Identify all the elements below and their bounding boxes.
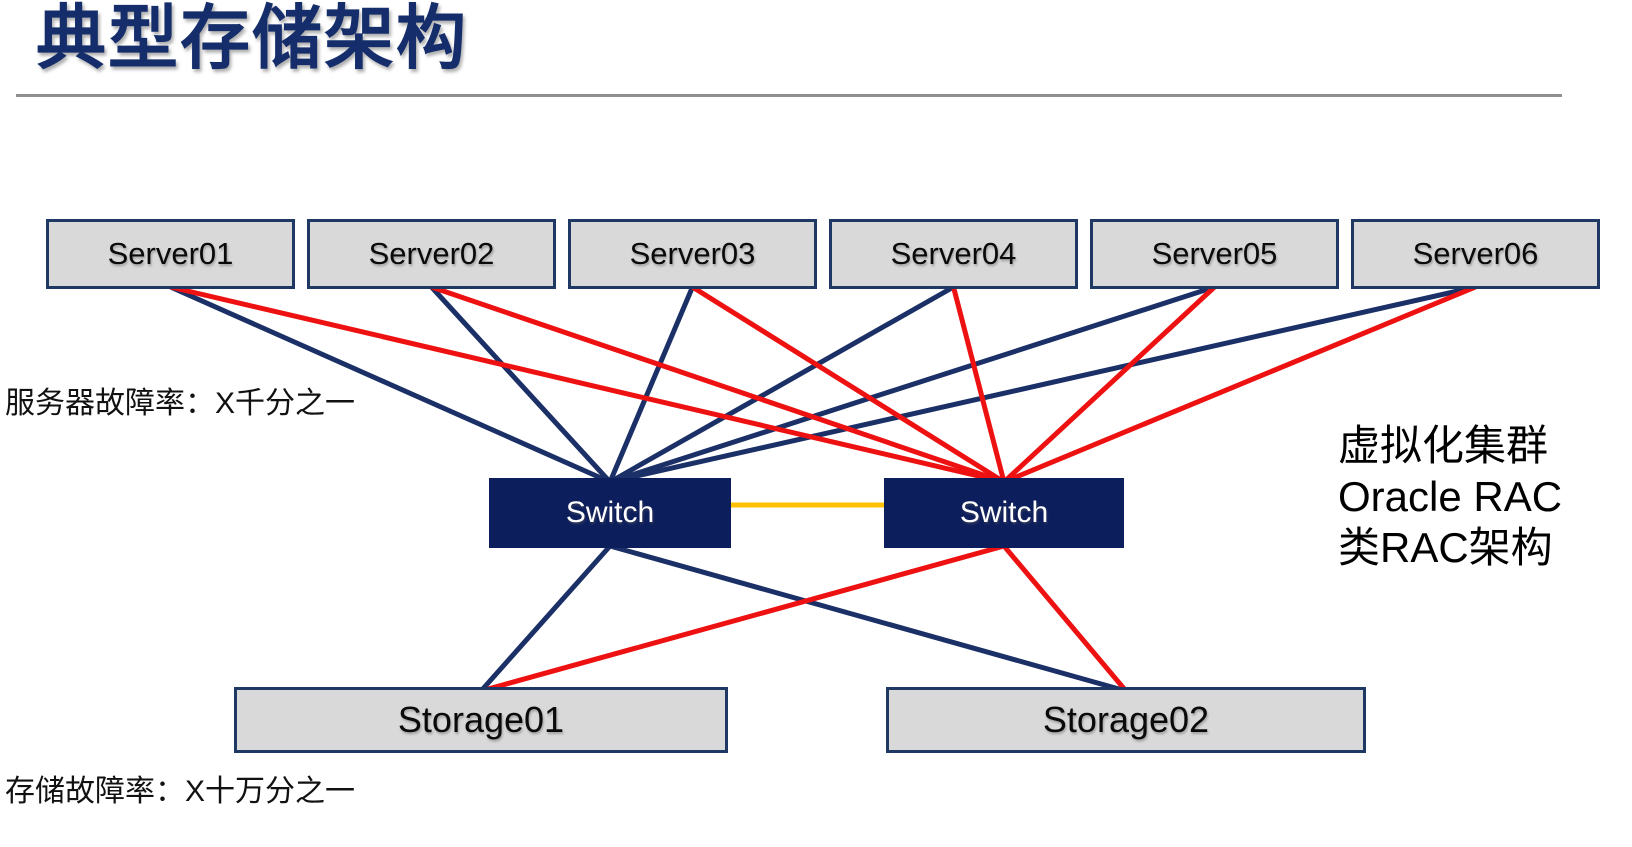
server-failure-note: 服务器故障率：X千分之一 [5, 387, 356, 420]
edge-server03-to-switch-right [691, 284, 1006, 485]
node-label: Server03 [629, 236, 756, 271]
node-server05: Server05 [1090, 219, 1339, 289]
edge-switch-left-to-storage01 [479, 544, 612, 693]
edge-switch-right-to-storage01 [480, 543, 1005, 694]
cluster-annotation-line: 虚拟化集群 [1338, 422, 1549, 469]
edge-server05-to-switch-left [609, 284, 1216, 485]
edge-server02-to-switch-right [430, 284, 1005, 485]
node-label: Storage02 [1042, 699, 1210, 740]
edge-server02-to-switch-left [429, 285, 612, 484]
storage-failure-note: 存储故障率：X十万分之一 [5, 775, 356, 808]
node-label: Server06 [1412, 236, 1539, 271]
edge-server06-to-switch-left [609, 284, 1477, 485]
edge-server04-to-switch-left [608, 284, 955, 485]
node-label: Server02 [368, 236, 495, 271]
edge-server01-to-switch-left [169, 284, 612, 485]
node-label: Server01 [107, 236, 234, 271]
node-label: Switch [959, 496, 1049, 529]
page-title: 典型存储架构 [36, 0, 468, 77]
node-storage01: Storage01 [234, 687, 728, 753]
edge-switch-left-to-storage02 [609, 543, 1127, 694]
node-switch-left: Switch [489, 478, 731, 548]
edge-switch-right-to-storage02 [1002, 544, 1128, 693]
node-label: Storage01 [397, 699, 565, 740]
edge-server06-to-switch-right [1003, 284, 1477, 485]
node-server02: Server02 [307, 219, 556, 289]
node-label: Server05 [1151, 236, 1278, 271]
cluster-annotation-line: 类RAC架构 [1338, 524, 1553, 571]
node-server03: Server03 [568, 219, 817, 289]
node-server04: Server04 [829, 219, 1078, 289]
node-label: Server04 [890, 236, 1017, 271]
edge-server03-to-switch-left [607, 286, 695, 483]
title-divider [16, 94, 1562, 97]
cluster-annotation-line: Oracle RAC [1338, 473, 1563, 520]
edge-server01-to-switch-right [169, 284, 1005, 485]
node-storage02: Storage02 [886, 687, 1366, 753]
node-switch-right: Switch [884, 478, 1124, 548]
edge-server05-to-switch-right [1002, 285, 1217, 484]
edge-server04-to-switch-right [951, 286, 1007, 483]
cluster-annotation: 虚拟化集群 Oracle RAC 类RAC架构 [1338, 420, 1562, 573]
node-server01: Server01 [46, 219, 295, 289]
node-label: Switch [565, 496, 655, 529]
node-server06: Server06 [1351, 219, 1600, 289]
